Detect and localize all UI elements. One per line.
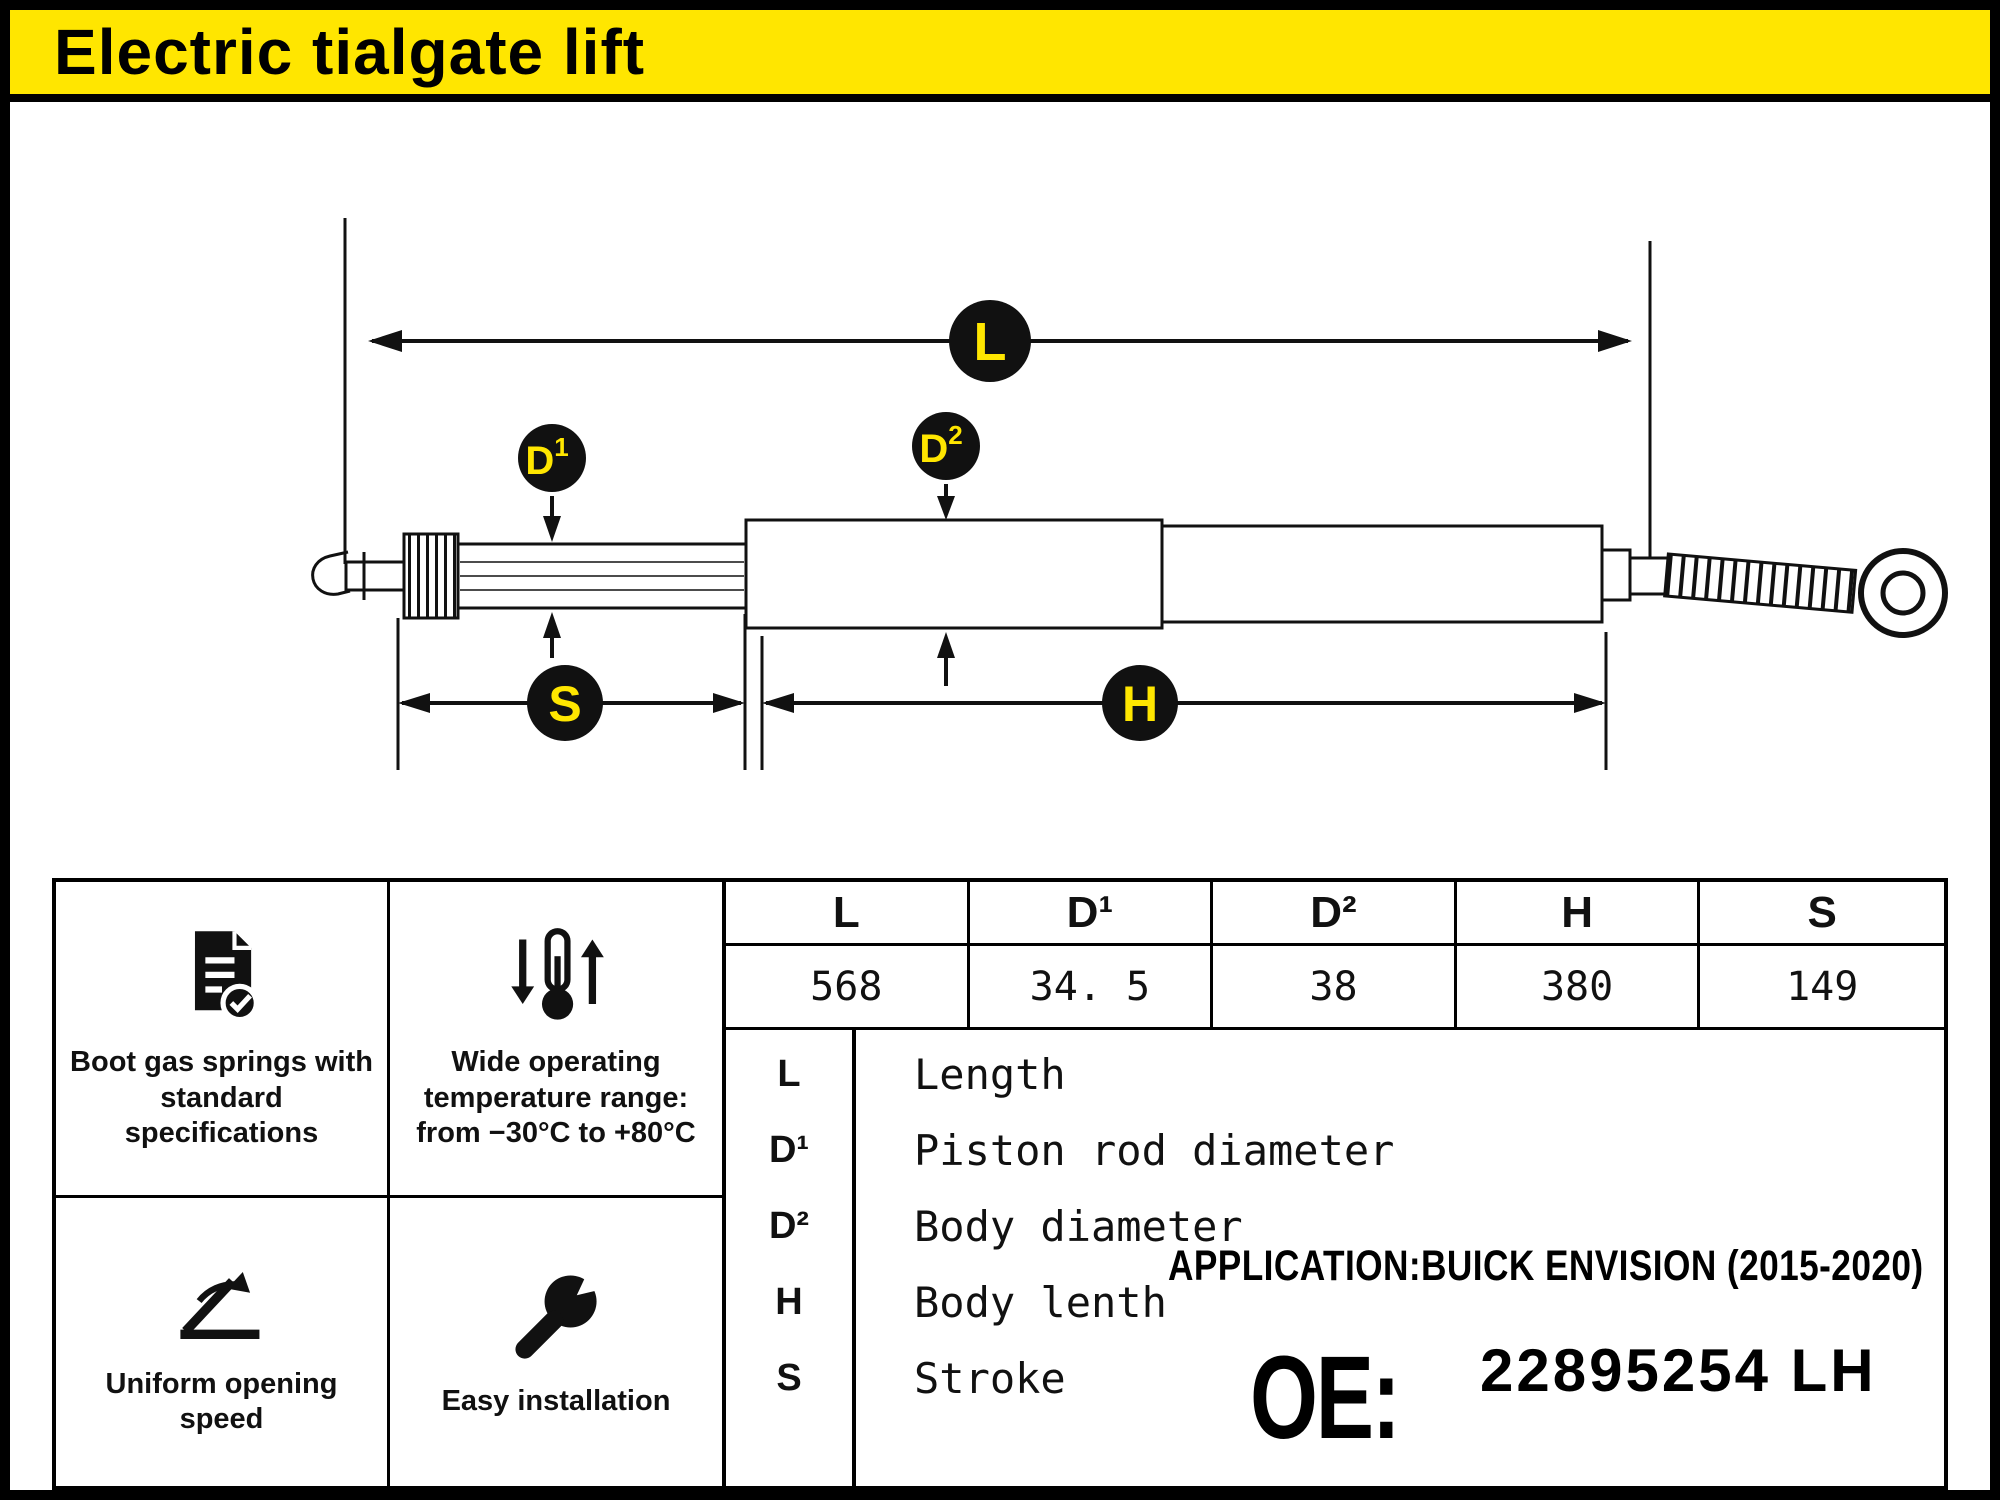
dim-label-L: L (974, 312, 1007, 372)
col-header-D1: D¹ (969, 882, 1214, 946)
dimension-H: H (760, 632, 1608, 770)
page-title: Electric tialgate lift (54, 16, 646, 88)
opening-angle-icon (179, 1271, 259, 1339)
legend-symbol-L: L (777, 1052, 801, 1095)
dim-badge-D1 (518, 424, 586, 492)
corrugated-cable (1663, 552, 1858, 614)
strut-body-front (744, 518, 1164, 630)
col-header-S: S (1700, 882, 1944, 946)
value-H: 380 (1457, 946, 1701, 1027)
dim-badge-L (949, 300, 1031, 382)
feature-grid: Boot gas springs with standard specifica… (56, 882, 726, 1486)
dimension-D2: D2 (912, 412, 980, 686)
dim-badge-S (527, 665, 603, 741)
spec-panel: Boot gas springs with standard specifica… (52, 878, 1948, 1490)
feature-uniform-opening: Uniform opening speed (56, 1198, 390, 1486)
feature-label: Boot gas springs with standard specifica… (70, 1046, 373, 1150)
spec-right-panel: L D¹ D² H S 568 34. 5 38 380 149 L Lengt… (726, 882, 1944, 1486)
legend-symbol-D1: D¹ (768, 1128, 810, 1171)
dim-letter-D2: D (919, 427, 948, 471)
dim-label-S: S (548, 676, 581, 732)
dim-badge-D2 (912, 412, 980, 480)
legend-symbol-D2: D² (768, 1204, 810, 1247)
legend-desc-S: Stroke (914, 1353, 1066, 1403)
value-D2: 38 (1213, 946, 1457, 1027)
legend-row: D² Body diameter (726, 1188, 1944, 1264)
col-header-D2: D² (1213, 882, 1457, 946)
dim-label-D2: D2 (919, 420, 962, 471)
legend-desc-D1: Piston rod diameter (914, 1125, 1395, 1175)
feature-easy-installation: Easy installation (390, 1198, 722, 1486)
dimension-D1: D1 (518, 424, 586, 658)
oe-number: 22895254 LH (1480, 1337, 1877, 1404)
legend-desc-D2: Body diameter (914, 1201, 1243, 1251)
application-text: APPLICATION:BUICK ENVISION (2015-2020) (1168, 1242, 1924, 1290)
legend-area: L Length D¹ Piston rod diameter D² Body … (726, 1030, 1944, 1486)
end-ring-inner (1880, 570, 1926, 616)
wrench-icon (515, 1264, 612, 1359)
title-banner: Electric tialgate lift (10, 10, 1990, 102)
end-cap (1600, 548, 1632, 602)
legend-desc-L: Length (914, 1049, 1066, 1099)
legend-row: L Length (726, 1036, 1944, 1112)
legend-symbol-S: S (776, 1356, 802, 1399)
col-header-L: L (726, 882, 970, 946)
extension-lines (343, 218, 1652, 564)
feature-label: Wide operating temperature range: from −… (416, 1046, 696, 1150)
legend-desc-H: Body lenth (914, 1277, 1167, 1327)
dim-letter-D1: D (525, 439, 554, 483)
feature-label: Easy installation (441, 1385, 671, 1418)
dim-sup-2: 2 (948, 420, 962, 450)
feature-boot-gas-springs: Boot gas springs with standard specifica… (56, 882, 390, 1198)
oe-label: OE: (1250, 1332, 1401, 1464)
col-header-H: H (1456, 882, 1701, 946)
threaded-section (402, 532, 460, 620)
left-eyelet (311, 550, 351, 596)
dim-badge-H (1102, 665, 1178, 741)
dim-label-H: H (1122, 676, 1158, 732)
value-S: 149 (1786, 963, 1859, 1010)
strut-diagram: L D1 D2 (311, 218, 1948, 770)
legend-divider (852, 1030, 856, 1486)
dim-sup-1: 1 (554, 432, 568, 462)
feature-temperature-range: Wide operating temperature range: from −… (390, 882, 722, 1198)
dim-label-D1: D1 (525, 432, 568, 483)
thermometer-range-icon (511, 928, 604, 1021)
dimension-L: L (368, 300, 1632, 382)
strut-body-rear (1160, 524, 1604, 624)
legend-row: D¹ Piston rod diameter (726, 1112, 1944, 1188)
legend-row: S Stroke (726, 1340, 1944, 1416)
gas-strut-drawing (311, 518, 1948, 638)
legend-row: H Body lenth (726, 1264, 1944, 1340)
dimension-S: S (396, 614, 747, 770)
spec-document-icon (194, 931, 259, 1023)
dimension-table: L D¹ D² H S 568 34. 5 38 380 149 (726, 882, 1944, 1030)
value-L: 568 (726, 946, 970, 1027)
legend-symbol-H: H (775, 1280, 803, 1323)
value-D1: 34. 5 (970, 946, 1214, 1027)
feature-label: Uniform opening speed (105, 1367, 338, 1435)
